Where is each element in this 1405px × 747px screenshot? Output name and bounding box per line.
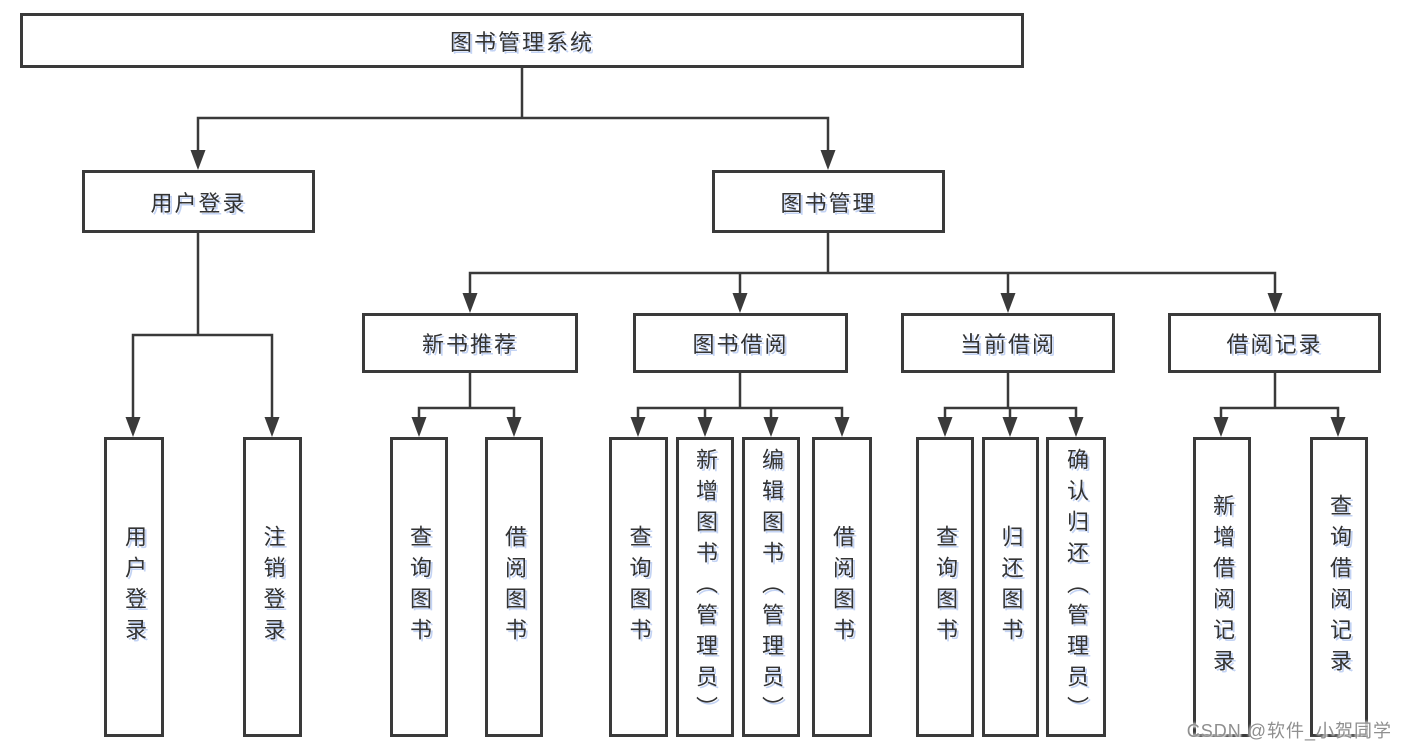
node-current-borrow: 当前借阅 xyxy=(901,313,1115,373)
leaf-borrow-borrow-book-label: 借阅图书 xyxy=(830,525,855,649)
leaf-user-login-label: 用户登录 xyxy=(122,525,147,649)
leaf-current-return-book-label: 归还图书 xyxy=(998,525,1024,649)
leaf-logout: 注销登录 xyxy=(243,437,302,737)
arrowheads xyxy=(125,150,1346,437)
leaf-borrow-query-book-label: 查询图书 xyxy=(626,525,652,649)
node-borrow-records: 借阅记录 xyxy=(1168,313,1381,373)
leaf-newbook-query-book-label: 查询图书 xyxy=(407,525,432,649)
leaf-newbook-query-book: 查询图书 xyxy=(390,437,448,737)
leaf-current-confirm-return-admin: 确认归还（管理员） xyxy=(1046,437,1106,737)
leaf-records-query-record-label: 查询借阅记录 xyxy=(1327,494,1352,680)
node-book-borrow: 图书借阅 xyxy=(633,313,848,373)
csdn-watermark: CSDN @软件_小贺同学 xyxy=(1186,721,1392,741)
leaf-current-confirm-return-admin-label: 确认归还（管理员） xyxy=(1064,447,1089,727)
leaf-records-add-record: 新增借阅记录 xyxy=(1193,437,1251,737)
leaf-borrow-add-book-admin: 新增图书（管理员） xyxy=(676,437,734,737)
leaf-newbook-borrow-book-label: 借阅图书 xyxy=(502,525,527,649)
node-root-system: 图书管理系统 xyxy=(20,13,1024,68)
node-new-book-recommend: 新书推荐 xyxy=(362,313,578,373)
leaf-borrow-edit-book-admin-label: 编辑图书（管理员） xyxy=(759,447,784,727)
leaf-borrow-borrow-book: 借阅图书 xyxy=(812,437,872,737)
leaf-borrow-edit-book-admin: 编辑图书（管理员） xyxy=(742,437,800,737)
leaf-borrow-query-book: 查询图书 xyxy=(609,437,668,737)
leaf-records-query-record: 查询借阅记录 xyxy=(1310,437,1368,737)
leaf-current-query-book-label: 查询图书 xyxy=(933,525,958,649)
leaf-records-add-record-label: 新增借阅记录 xyxy=(1210,494,1235,680)
leaf-newbook-borrow-book: 借阅图书 xyxy=(485,437,543,737)
node-user-login: 用户登录 xyxy=(82,170,315,233)
leaf-user-login: 用户登录 xyxy=(104,437,164,737)
leaf-current-query-book: 查询图书 xyxy=(916,437,974,737)
node-book-management: 图书管理 xyxy=(712,170,945,233)
leaf-borrow-add-book-admin-label: 新增图书（管理员） xyxy=(693,447,718,727)
leaf-current-return-book: 归还图书 xyxy=(982,437,1039,737)
leaf-logout-label: 注销登录 xyxy=(260,525,286,649)
